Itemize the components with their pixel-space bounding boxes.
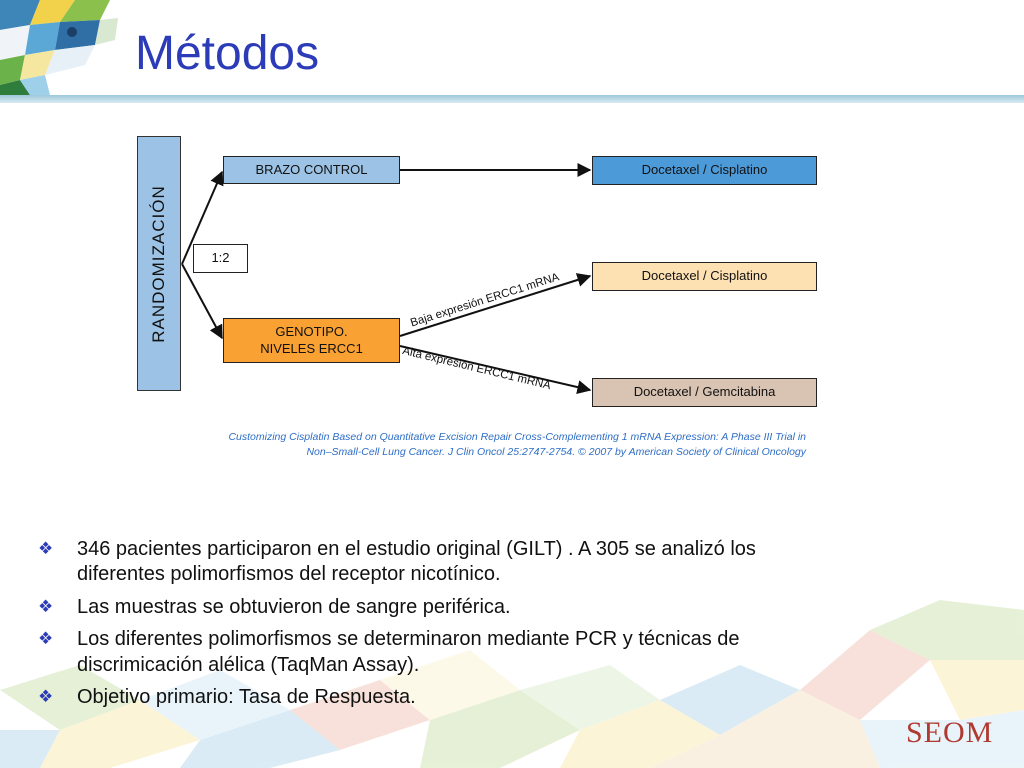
control-treatment-box: Docetaxel / Cisplatino [592,156,817,185]
diamond-bullet-icon: ❖ [38,596,54,616]
bullet-item: ❖ 346 pacientes participaron en el estud… [38,537,888,588]
bullet-item: ❖ Objetivo primario: Tasa de Respuesta. [38,685,888,710]
bullet-text-line1: Las muestras se obtuvieron de sangre per… [77,595,511,618]
title-divider [0,95,1024,103]
mosaic-logo-top [0,0,120,95]
low-expression-treatment-label: Docetaxel / Cisplatino [641,268,768,284]
control-arm-label: BRAZO CONTROL [255,161,368,177]
diamond-bullet-icon: ❖ [38,539,54,558]
ratio-label: 1:2 [211,250,230,266]
bullet-text-line1: 346 pacientes participaron en el estudio… [77,538,756,560]
bullet-text-line1: Objetivo primario: Tasa de Respuesta. [77,685,416,708]
citation: Customizing Cisplatin Based on Quantitat… [140,430,806,460]
randomization-label: RANDOMIZACIÓN [149,184,168,343]
bullet-text-line1: Los diferentes polimorfismos se determin… [77,628,740,651]
low-expression-treatment-box: Docetaxel / Cisplatino [592,262,817,291]
diamond-bullet-icon: ❖ [38,686,54,706]
bullet-item: ❖ Las muestras se obtuvieron de sangre p… [38,595,888,620]
bullet-item: ❖ Los diferentes polimorfismos se determ… [38,627,888,678]
bullet-list: ❖ 346 pacientes participaron en el estud… [38,537,888,717]
arrow-low-expression [399,273,592,337]
diamond-bullet-icon: ❖ [38,629,54,649]
low-expression-label: Baja expresión ERCC1 mRNA [409,271,561,330]
seom-logo: SEOM [906,716,994,749]
high-expression-treatment-box: Docetaxel / Gemcitabina [592,378,817,407]
control-treatment-label: Docetaxel / Cisplatino [641,162,768,178]
mosaic-background-bottom [0,600,1024,768]
slide-title: Métodos [135,27,320,80]
bullet-text-line2: discrimicación alélica (TaqMan Assay). [77,653,420,676]
genotype-arm-line2: NIVELES ERCC1 [260,340,363,356]
bullet-text-line2: diferentes polimorfismos del receptor ni… [77,563,501,586]
ratio-box: 1:2 [193,244,248,273]
randomization-label-wrapper: RANDOMIZACIÓN [137,136,181,391]
high-expression-treatment-label: Docetaxel / Gemcitabina [633,384,776,400]
high-expression-label: Alta expresión ERCC1 mRNA [401,345,552,393]
genotype-arm-box: GENOTIPO. NIVELES ERCC1 [223,318,400,363]
arrow-to-genotype-arm [181,263,223,340]
randomization-box [137,136,181,391]
citation-line1: Customizing Cisplatin Based on Quantitat… [228,431,806,443]
genotype-arm-line1: GENOTIPO. [275,323,348,339]
control-arm-box: BRAZO CONTROL [223,156,400,184]
citation-line2: Non–Small-Cell Lung Cancer. J Clin Oncol… [306,446,806,459]
